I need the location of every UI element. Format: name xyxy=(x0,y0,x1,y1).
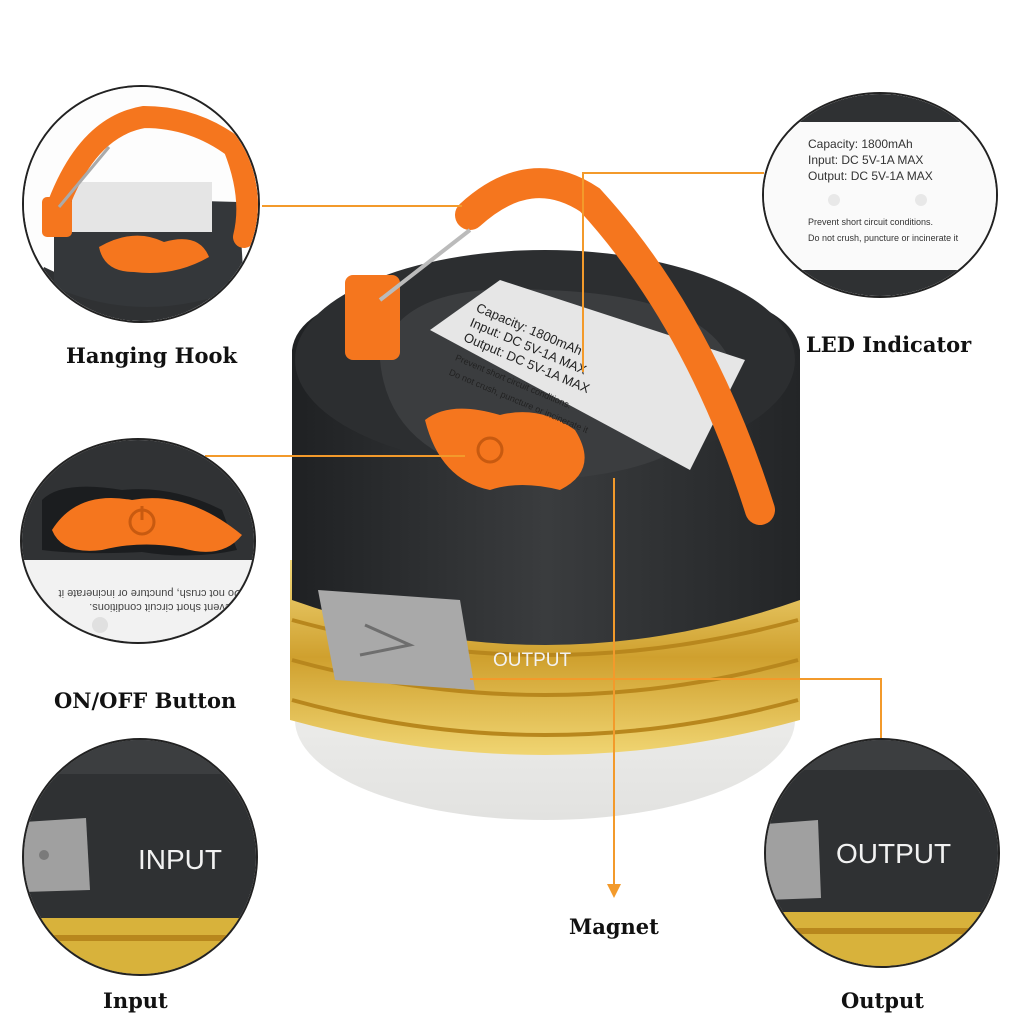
callout-line-magnet xyxy=(613,478,615,888)
callout-line-hanging-hook xyxy=(262,205,462,207)
led-detail-capacity: Capacity: 1800mAh xyxy=(808,137,913,151)
hanging-hook-detail-image xyxy=(24,87,258,321)
callout-line-output-v xyxy=(880,678,882,738)
label-output: Output xyxy=(841,988,924,1013)
callout-line-on-off xyxy=(205,455,465,457)
led-detail-input: Input: DC 5V-1A MAX xyxy=(808,153,924,167)
lantern-output-port-label: OUTPUT xyxy=(493,650,572,671)
label-magnet: Magnet xyxy=(569,914,659,939)
callout-line-led-indicator-h xyxy=(582,172,764,174)
led-detail-warning-2: Do not crush, puncture or incinerate it xyxy=(808,233,959,243)
label-led-indicator: LED Indicator xyxy=(806,332,972,357)
led-detail-warning-1: Prevent short circuit conditions. xyxy=(808,217,934,227)
detail-circle-on-off-button: Prevent short circuit conditions. Do not… xyxy=(20,438,256,644)
led-detail-sticker: Capacity: 1800mAh Input: DC 5V-1A MAX Ou… xyxy=(808,136,958,246)
input-port-label: INPUT xyxy=(138,844,222,875)
detail-circle-input: INPUT xyxy=(22,738,258,976)
led-detail-output: Output: DC 5V-1A MAX xyxy=(808,169,933,183)
magnet-arrow-icon xyxy=(607,884,621,898)
on-off-detail-warning-1: Prevent short circuit conditions. xyxy=(89,601,242,613)
label-on-off-button: ON/OFF Button xyxy=(54,688,237,713)
output-port-label: OUTPUT xyxy=(836,838,952,869)
callout-line-output-h xyxy=(470,678,882,680)
on-off-detail-warning: Prevent short circuit conditions. Do not… xyxy=(59,586,242,614)
detail-circle-led-indicator: Capacity: 1800mAh Input: DC 5V-1A MAX Ou… xyxy=(762,92,998,298)
led-indicator-dot-2 xyxy=(915,194,928,206)
detail-circle-hanging-hook xyxy=(22,85,260,323)
on-off-detail-warning-2: Do not crush, puncture or incinerate it xyxy=(58,587,242,599)
label-hanging-hook: Hanging Hook xyxy=(66,343,238,368)
led-indicator-dot-1 xyxy=(828,194,840,206)
detail-circle-output: OUTPUT xyxy=(764,738,1000,968)
label-input: Input xyxy=(103,988,168,1013)
callout-line-led-indicator-v xyxy=(582,172,584,372)
